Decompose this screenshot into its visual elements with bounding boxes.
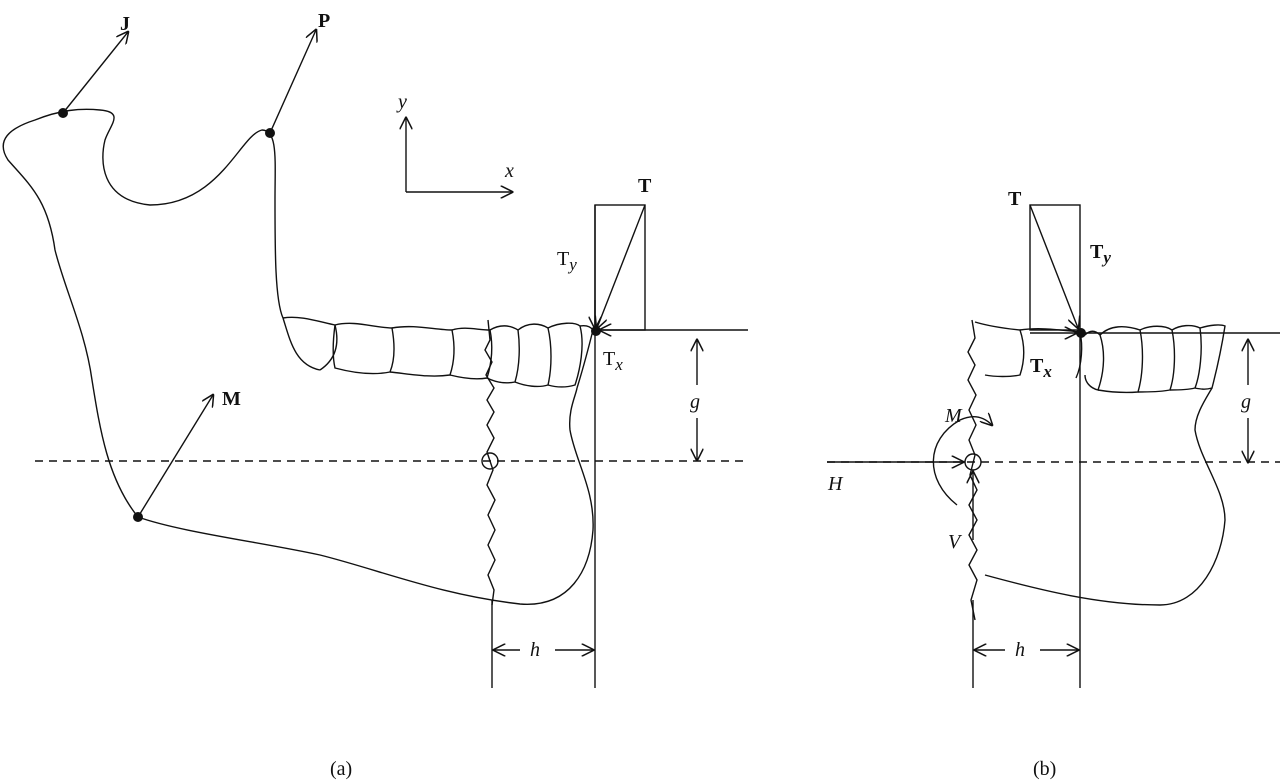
label-V: V xyxy=(948,531,963,553)
force-J-arrow xyxy=(62,32,128,114)
mandible-segment-outline xyxy=(984,387,1226,606)
label-T: T xyxy=(638,175,652,197)
force-M-arrow xyxy=(137,395,213,518)
section-centroid-b xyxy=(964,453,982,471)
teeth-row xyxy=(282,316,594,389)
label-P: P xyxy=(318,10,330,32)
panel-b: T Ty Tx g h M H V (b) xyxy=(827,188,1280,780)
mandible-outline xyxy=(2,108,594,605)
section-cut-zigzag xyxy=(484,319,496,606)
force-resolution-rectangle-b xyxy=(1029,204,1081,331)
label-Ty-b: Ty xyxy=(1090,241,1111,267)
caption-a: (a) xyxy=(330,758,352,780)
label-g: g xyxy=(690,391,700,413)
label-y-axis: y xyxy=(396,91,407,113)
caption-b: (b) xyxy=(1033,758,1056,780)
section-centroid xyxy=(481,452,499,470)
force-T-vector xyxy=(597,204,646,328)
bite-point xyxy=(591,326,601,336)
label-x-axis: x xyxy=(504,160,514,182)
panel-a: J P M y x T Ty Tx g h (a) xyxy=(2,10,748,780)
label-h-b: h xyxy=(1015,639,1025,661)
label-Tx-b: Tx xyxy=(1030,355,1052,381)
point-P xyxy=(265,128,275,138)
section-cut-zigzag-b xyxy=(967,319,978,621)
label-T-b: T xyxy=(1008,188,1022,210)
force-T-vector-b xyxy=(1029,204,1078,328)
label-J: J xyxy=(120,13,130,35)
label-H: H xyxy=(827,473,844,495)
label-h: h xyxy=(530,639,540,661)
bite-point-b xyxy=(1076,328,1086,338)
ramus-lower-curve xyxy=(282,317,321,371)
label-M: M xyxy=(222,388,241,410)
label-moment-M: M xyxy=(944,405,963,427)
force-P-arrow xyxy=(269,30,316,134)
label-Tx: Tx xyxy=(603,348,623,374)
label-g-b: g xyxy=(1241,391,1251,413)
point-M xyxy=(133,512,143,522)
point-J xyxy=(58,108,68,118)
label-Ty: Ty xyxy=(557,248,577,274)
M-moment-arc xyxy=(932,417,992,506)
